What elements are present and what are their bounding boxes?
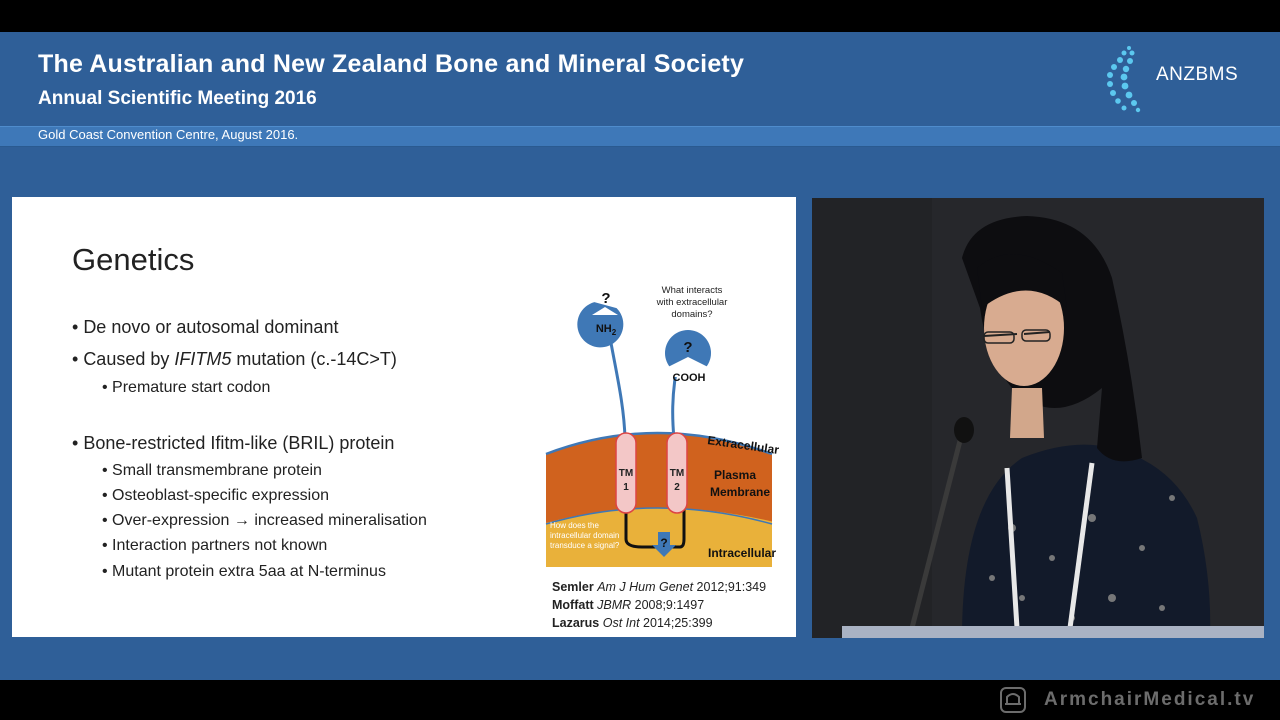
presentation-slide: Genetics • De novo or autosomal dominant… <box>12 197 796 637</box>
venue-text: Gold Coast Convention Centre, August 201… <box>38 127 299 142</box>
bullet-item: • De novo or autosomal dominant <box>72 317 339 337</box>
plasma-label: Plasma <box>714 468 756 482</box>
references: Semler Am J Hum Genet 2012;91:349 Moffat… <box>552 578 766 632</box>
cooh-label: COOH <box>673 372 706 384</box>
extracellular-question-line: with extracellular <box>656 297 728 308</box>
cooh-question-mark: ? <box>683 339 692 356</box>
tm2-number: 2 <box>674 482 680 493</box>
sub-bullet-item: • Premature start codon <box>102 379 271 396</box>
sub-bullet-item: • Interaction partners not known <box>102 537 328 554</box>
extracellular-question-line: What interacts <box>662 285 723 296</box>
signal-question-line: intracellular domain <box>550 531 619 540</box>
tm1-label: TM <box>619 468 633 479</box>
venue-bar <box>0 126 1280 147</box>
intracellular-label: Intracellular <box>708 546 776 560</box>
microphone-stand <box>909 432 965 629</box>
extracellular-question-line: domains? <box>671 309 712 320</box>
logo-text: ANZBMS <box>1156 64 1239 85</box>
bril-membrane-diagram: TM 1 TM 2 ? NH2 ? COOH What interacts wi… <box>545 285 780 567</box>
bullet-item: • Caused by IFITM5 mutation (c.-14C>T) <box>72 349 397 369</box>
membrane-label: Membrane <box>710 485 770 499</box>
signal-question-line: How does the <box>550 521 599 530</box>
reference-item: Lazarus Ost Int 2014;25:399 <box>552 616 713 630</box>
tm2-label: TM <box>670 468 684 479</box>
speaker-video <box>812 198 1264 638</box>
sub-bullet-item: • Mutant protein extra 5aa at N-terminus <box>102 563 386 580</box>
nh2-label: NH2 <box>596 323 617 337</box>
anzbms-logo-icon <box>1107 46 1141 113</box>
outer-membrane-line <box>545 431 773 456</box>
cooh-notch <box>668 357 708 377</box>
sub-bullet-item: • Osteoblast-specific expression <box>102 487 330 504</box>
armchair-medical-logo-icon <box>1000 687 1026 713</box>
sub-bullet-item: • Over-expression → increased mineralisa… <box>102 512 427 529</box>
lectern <box>842 626 1264 638</box>
meeting-subtitle: Annual Scientific Meeting 2016 <box>38 88 317 109</box>
lanyard-right <box>1067 462 1095 629</box>
nh2-question-mark: ? <box>601 290 610 307</box>
speaker-body <box>962 444 1211 638</box>
tm1-number: 1 <box>623 482 629 493</box>
tm1-helix <box>615 432 637 514</box>
signal-question-line: transduce a signal? <box>550 541 620 550</box>
bullet-item: • Bone-restricted Ifitm-like (BRIL) prot… <box>72 433 395 453</box>
sub-bullet-item: • Small transmembrane protein <box>102 462 322 479</box>
speaker-neck <box>1010 388 1044 438</box>
speaker-face <box>984 270 1064 386</box>
tm2-helix <box>666 432 688 514</box>
conference-title: The Australian and New Zealand Bone and … <box>38 50 745 78</box>
inner-membrane-line <box>545 507 773 525</box>
lanyard-left <box>1004 467 1020 629</box>
signal-arrow-icon <box>652 532 676 557</box>
reference-item: Moffatt JBMR 2008;9:1497 <box>552 598 705 612</box>
reference-item: Semler Am J Hum Genet 2012;91:349 <box>552 580 767 594</box>
watermark-text: ArmchairMedical.tv <box>1044 689 1256 710</box>
glasses <box>983 331 1051 337</box>
slide-title: Genetics <box>72 242 195 277</box>
speaker-image <box>812 198 1264 638</box>
nh2-notch <box>592 307 618 315</box>
microphone-icon <box>954 417 974 443</box>
signal-question-mark: ? <box>660 536 667 550</box>
